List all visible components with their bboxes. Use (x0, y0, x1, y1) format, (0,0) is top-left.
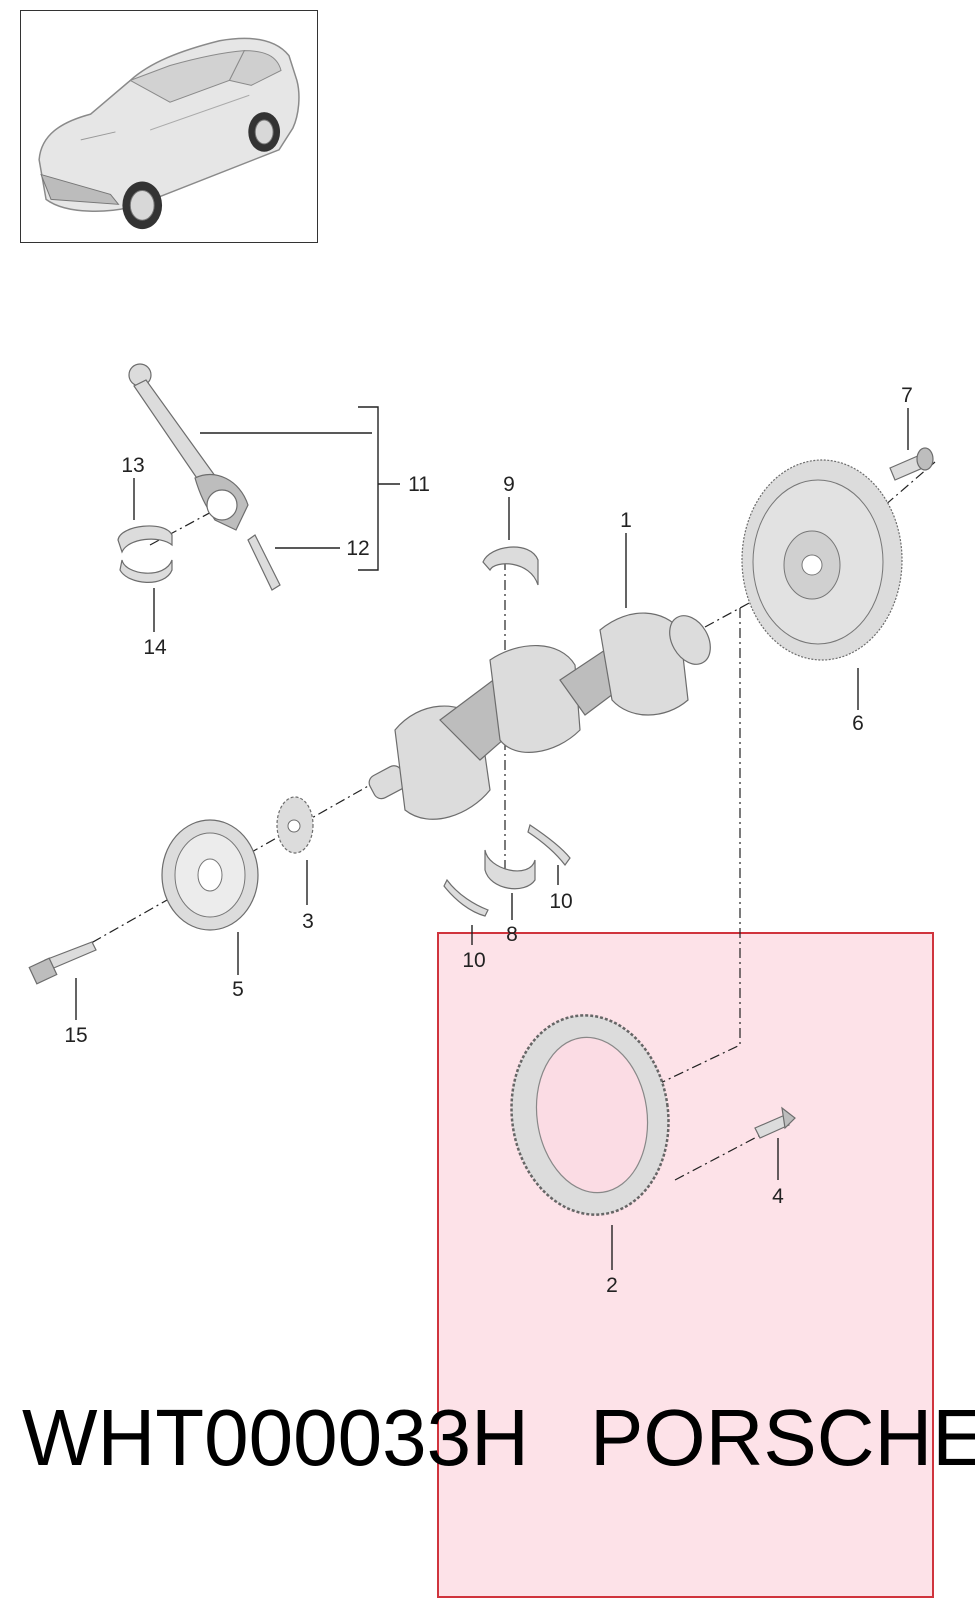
ring-gear-screw (754, 1106, 796, 1139)
crankshaft (368, 612, 711, 820)
callout-1: 1 (620, 509, 632, 532)
vehicle-thumbnail (20, 10, 318, 243)
part-number: WHT000033H (22, 1393, 529, 1482)
pulley-bolt (28, 941, 97, 985)
callout-5: 5 (232, 978, 244, 1001)
brand-name: PORSCHE (590, 1393, 975, 1482)
callout-10-left: 10 (462, 949, 485, 972)
callout-2: 2 (606, 1274, 618, 1297)
rod-bearing-shells (117, 525, 173, 583)
ring-gear (510, 1014, 670, 1216)
callout-14: 14 (143, 636, 167, 659)
callout-12: 12 (346, 537, 369, 560)
vibration-damper-pulley (161, 819, 259, 931)
callout-3: 3 (302, 910, 314, 933)
rod-bearing-axis (149, 509, 216, 546)
highlight-region (437, 932, 934, 1598)
ring-gear-axis (649, 608, 741, 1089)
car-illustration (38, 37, 300, 230)
callout-10-right: 10 (549, 890, 572, 913)
callout-4: 4 (772, 1185, 784, 1208)
callout-15: 15 (64, 1024, 87, 1047)
screw-axis (674, 1129, 771, 1181)
crank-sprocket (276, 796, 314, 854)
flywheel-bolt (889, 447, 934, 481)
callout-11: 11 (408, 473, 430, 496)
main-bearing-shells (443, 546, 571, 917)
callout-6: 6 (852, 712, 864, 735)
callout-13: 13 (121, 454, 144, 477)
flywheel (741, 459, 903, 661)
callout-8: 8 (506, 923, 518, 946)
connecting-rod (128, 363, 281, 591)
callout-9: 9 (503, 473, 515, 496)
callout-7: 7 (901, 384, 913, 407)
